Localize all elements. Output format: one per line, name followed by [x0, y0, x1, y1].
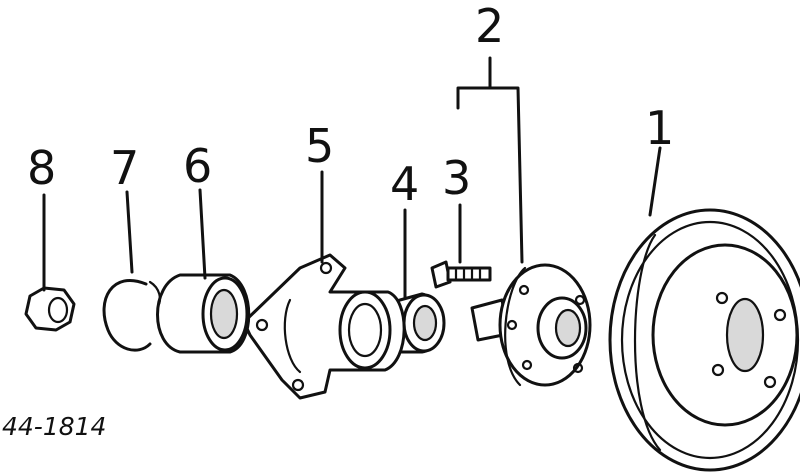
callout-2: 2 [475, 0, 504, 53]
callout-5: 5 [305, 119, 334, 173]
stud-bolt-part-3 [430, 260, 492, 289]
brake-disc-part-1 [608, 208, 800, 472]
callout-3: 3 [442, 151, 471, 205]
callout-6: 6 [183, 139, 212, 193]
callout-7: 7 [110, 141, 139, 195]
spindle-carrier-part-5 [242, 253, 406, 400]
snap-ring-part-7 [102, 278, 161, 352]
hub-nut-part-8 [24, 286, 76, 332]
callout-8: 8 [27, 141, 56, 195]
reference-code: 44-1814 [2, 412, 106, 441]
wheel-hub-part-2 [470, 263, 592, 387]
bearing-seal-part-6 [156, 273, 251, 354]
leader-lines [42, 56, 662, 300]
callout-4: 4 [390, 157, 419, 211]
callout-1: 1 [645, 101, 674, 155]
